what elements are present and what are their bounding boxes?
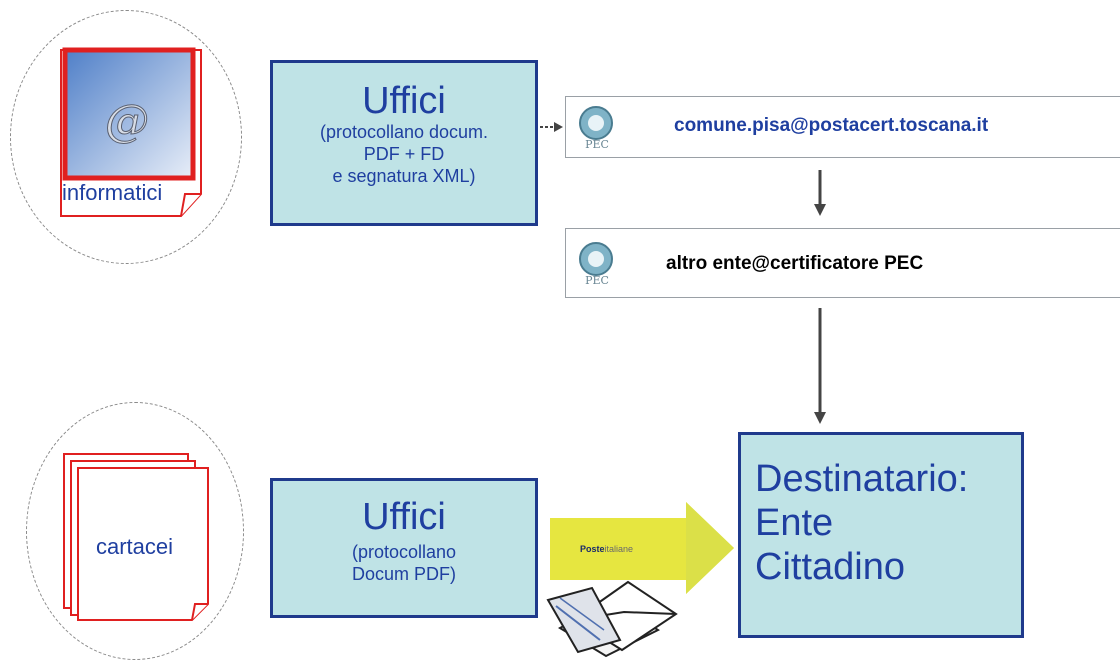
pec-box-comune: PEC comune.pisa@postacert.toscana.it [565, 96, 1120, 158]
destinatario-ente: Ente [755, 502, 834, 544]
paper-stack-shape [63, 453, 209, 621]
destinatario-label: Destinatario: [755, 458, 969, 500]
uffici-title-bottom: Uffici [362, 496, 446, 538]
pec-logo-icon: PEC [579, 242, 613, 287]
svg-text:@: @ [105, 96, 149, 147]
poste-logo-rest: italiane [604, 544, 634, 554]
informatici-circle [10, 10, 242, 264]
pec-box-altro-ente: PEC altro ente@certificatore PEC [565, 228, 1120, 298]
destinatario-box: Destinatario: Ente Cittadino [738, 432, 1024, 638]
pec-logo-text: PEC [585, 138, 609, 151]
informatici-label: informatici [62, 180, 163, 205]
pec-logo-text: PEC [585, 274, 609, 287]
uffici-desc-bottom: (protocollano Docum PDF) [351, 542, 457, 584]
arrow-pec-to-destinatario [814, 308, 826, 424]
uffici-desc-top: (protocollano docum. PDF + FD e segnatur… [319, 122, 489, 186]
uffici-box-bottom: Uffici (protocollano Docum PDF) [270, 478, 538, 618]
cartacei-label: cartacei [96, 534, 174, 559]
destinatario-cittadino: Cittadino [755, 546, 905, 588]
envelopes-icon [546, 580, 678, 658]
poste-italiane-logo: Posteitaliane [580, 544, 633, 554]
pec-address-altro-ente: altro ente@certificatore PEC [666, 253, 924, 274]
pec-address-comune: comune.pisa@postacert.toscana.it [674, 115, 989, 136]
arrow-pec-to-pec [814, 170, 826, 216]
pec-logo-icon: PEC [579, 106, 613, 151]
email-document-shape: @ [60, 47, 202, 217]
email-document-icon: @ [57, 44, 205, 222]
arrow-uffici-to-pec [540, 122, 563, 132]
uffici-box-top: Uffici (protocollano docum. PDF + FD e s… [270, 60, 538, 226]
paper-documents-icon [62, 452, 212, 624]
poste-logo-bold: Poste [580, 544, 605, 554]
uffici-title-top: Uffici [362, 80, 446, 122]
